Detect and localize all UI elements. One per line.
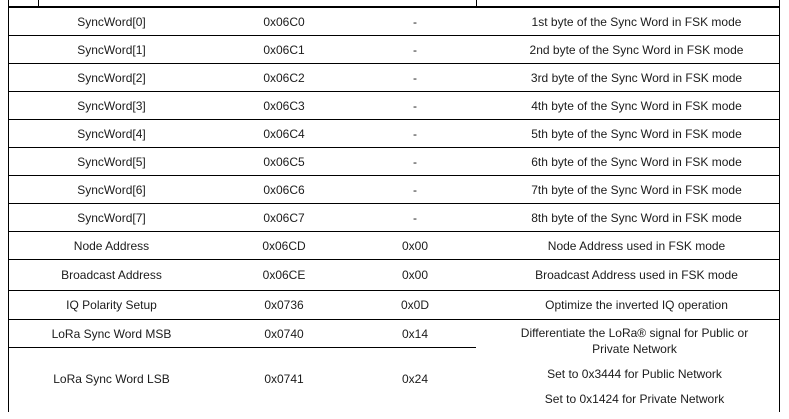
description-cell: 6th byte of the Sync Word in FSK mode [531,154,742,169]
register-name-cell: SyncWord[7] [77,210,146,225]
default-value-cell: 0x14 [401,326,429,341]
description-cell: 5th byte of the Sync Word in FSK mode [531,126,742,141]
address-cell: 0x06C7 [263,210,305,225]
table-row: SyncWord[6] 0x06C6 - 7th byte of the Syn… [9,176,779,204]
address-cell: 0x0740 [264,326,304,341]
description-cell: Node Address used in FSK mode [547,238,726,253]
default-value-cell: - [413,154,417,169]
register-name-cell: SyncWord[4] [77,126,146,141]
default-value-cell: 0x00 [401,238,429,253]
table-row: SyncWord[1] 0x06C1 - 2nd byte of the Syn… [9,36,779,64]
address-cell: 0x06C3 [263,98,305,113]
register-name-cell: LoRa Sync Word LSB [53,372,170,386]
register-name-cell: SyncWord[1] [77,42,146,57]
default-value-cell: - [413,42,417,57]
default-value-cell: - [413,126,417,141]
address-cell: 0x0736 [264,298,304,312]
table-row: LoRa Sync Word MSB 0x0740 0x14 [9,320,476,348]
default-value-cell: - [413,98,417,113]
description-line: Set to 0x1424 for Private Network [544,392,725,406]
description-line: Set to 0x3444 for Public Network [547,367,722,381]
table-row: SyncWord[4] 0x06C4 - 5th byte of the Syn… [9,120,779,148]
description-cell: Broadcast Address used in FSK mode [535,268,738,282]
address-cell: 0x06C2 [263,70,305,85]
register-name-cell: SyncWord[3] [77,98,146,113]
description-cell: 7th byte of the Sync Word in FSK mode [531,182,742,197]
address-cell: 0x06C4 [263,126,305,141]
table-row: SyncWord[2] 0x06C2 - 3rd byte of the Syn… [9,64,779,92]
description-cell: 3rd byte of the Sync Word in FSK mode [530,70,743,85]
default-value-cell: - [413,210,417,225]
address-cell: 0x06CE [262,268,306,282]
description-cell: 4th byte of the Sync Word in FSK mode [531,98,742,113]
address-cell: 0x06CD [262,238,306,253]
address-cell: 0x06C1 [263,42,305,57]
lora-sync-word-merged-rows: LoRa Sync Word MSB 0x0740 0x14 LoRa Sync… [9,320,779,410]
register-name-cell: Node Address [73,238,150,253]
default-value-cell: - [413,14,417,29]
register-name-cell: SyncWord[2] [77,70,146,85]
register-name-cell: SyncWord[0] [77,14,146,29]
default-value-cell: 0x00 [401,268,429,282]
address-cell: 0x06C5 [263,154,305,169]
table-row: Node Address 0x06CD 0x00 Node Address us… [9,232,779,260]
description-cell: 2nd byte of the Sync Word in FSK mode [529,42,744,57]
register-name-cell: SyncWord[6] [77,182,146,197]
table-row: SyncWord[5] 0x06C5 - 6th byte of the Syn… [9,148,779,176]
address-cell: 0x0741 [264,372,304,386]
description-cell: Optimize the inverted IQ operation [545,298,728,312]
default-value-cell: 0x24 [401,372,429,386]
registers-table: SyncWord[0] 0x06C0 - 1st byte of the Syn… [8,0,780,412]
default-value-cell: 0x0D [400,298,429,312]
table-row: SyncWord[7] 0x06C7 - 8th byte of the Syn… [9,204,779,232]
table-row: SyncWord[0] 0x06C0 - 1st byte of the Syn… [9,8,779,36]
description-cell-merged: Differentiate the LoRa® signal for Publi… [476,320,779,410]
register-name-cell: LoRa Sync Word MSB [51,326,172,341]
table-row: LoRa Sync Word LSB 0x0741 0x24 [9,348,476,410]
description-cell: 8th byte of the Sync Word in FSK mode [531,210,742,225]
column-divider-segment [38,0,39,8]
description-line: Differentiate the LoRa® signal for Publi… [520,326,749,356]
description-cell: 1st byte of the Sync Word in FSK mode [531,14,742,29]
register-name-cell: IQ Polarity Setup [66,298,157,312]
table-row: IQ Polarity Setup 0x0736 0x0D Optimize t… [9,291,779,320]
column-divider-segment [476,0,477,8]
address-cell: 0x06C0 [263,14,305,29]
table-row: Broadcast Address 0x06CE 0x00 Broadcast … [9,260,779,291]
register-name-cell: SyncWord[5] [77,154,146,169]
address-cell: 0x06C6 [263,182,305,197]
default-value-cell: - [413,70,417,85]
register-name-cell: Broadcast Address [61,268,162,282]
previous-row-partial [9,0,779,8]
table-row: SyncWord[3] 0x06C3 - 4th byte of the Syn… [9,92,779,120]
default-value-cell: - [413,182,417,197]
